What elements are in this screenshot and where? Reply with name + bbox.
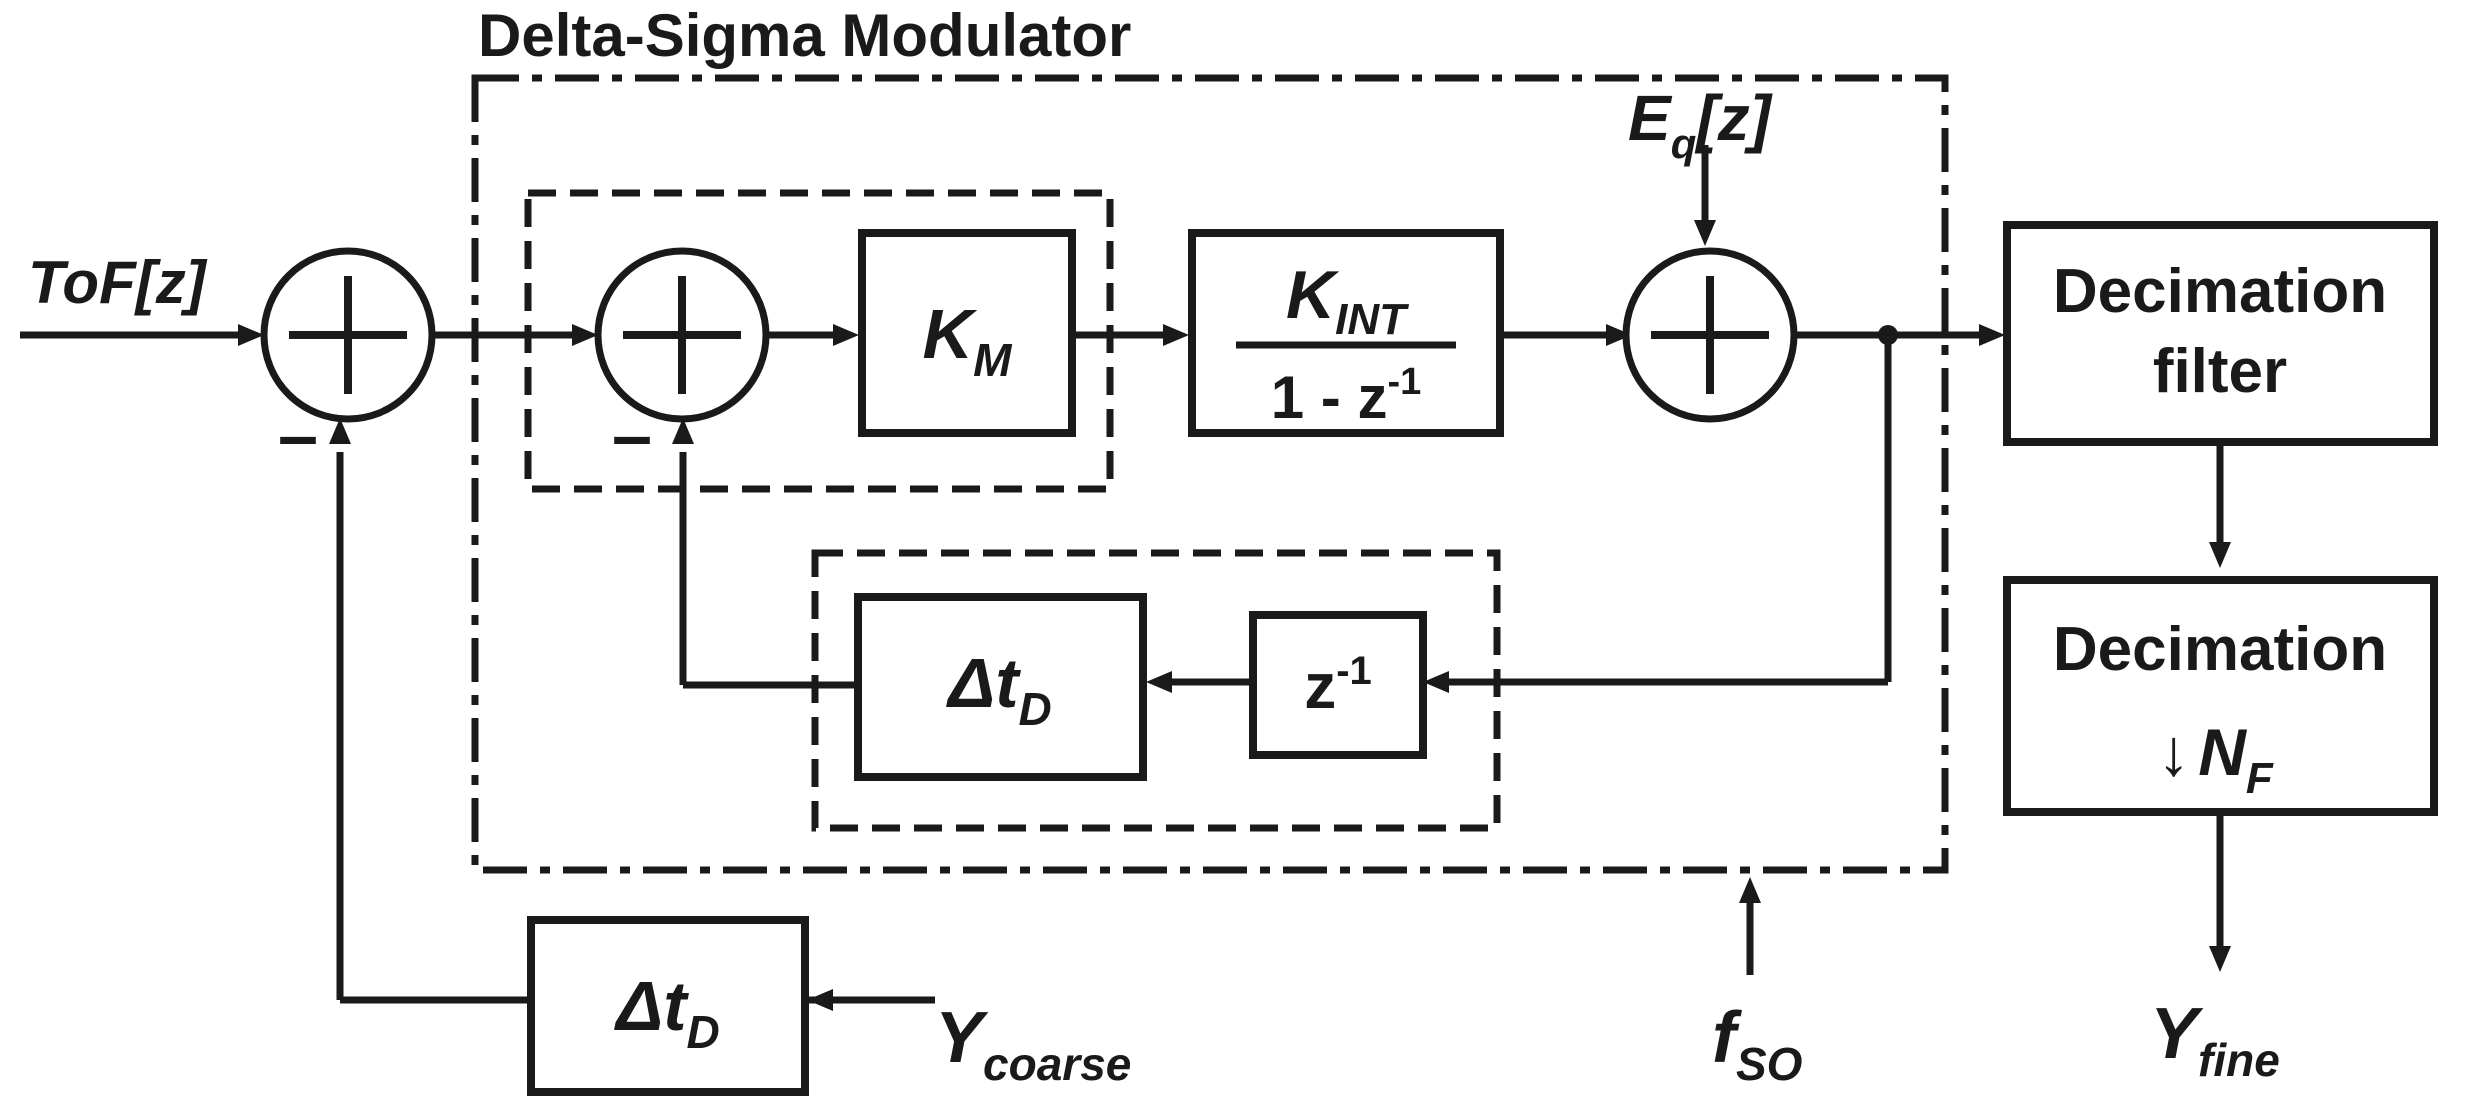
inner-summing-km-group [524, 189, 1114, 493]
arrow-into-km [833, 324, 859, 346]
inner-dac-label: ΔtD [945, 644, 1052, 735]
quantizer-summing-junction [1622, 247, 1798, 423]
arrow-output-yfine [2209, 946, 2231, 972]
arrow-into-outer-sum-minus [329, 418, 351, 444]
km-label: KM [923, 295, 1014, 386]
integrator-block [1188, 229, 1504, 437]
decimation-filter-block [2003, 221, 2438, 446]
arrow-into-integrator [1163, 324, 1189, 346]
decimator-line1: Decimation [2053, 615, 2387, 684]
arrow-into-delay [1423, 671, 1449, 693]
coarse-dac-block [527, 916, 809, 1096]
arrowheads [238, 220, 2231, 1011]
arrow-into-inner-sum-minus [672, 418, 694, 444]
decimation-filter-line1: Decimation [2053, 257, 2387, 326]
output-yfine-label: Yfine [2150, 994, 2280, 1086]
delay-block [1249, 611, 1427, 759]
input-tof-label: ToF[z] [28, 249, 208, 316]
decimator-factor: ↓NF [2157, 715, 2274, 803]
signal-wires [20, 145, 2224, 1004]
arrow-into-decimation-filter [1979, 324, 2005, 346]
integrator-numerator: KINT [1286, 257, 1409, 344]
inner-sum-minus-sign: – [612, 396, 652, 476]
arrow-into-coarse-dac [807, 989, 833, 1011]
outer-sum-minus-sign: – [278, 396, 318, 476]
arrow-into-outer-sum [238, 324, 264, 346]
inner-summing-junction [594, 247, 770, 423]
modulator-title: Delta-Sigma Modulator [478, 2, 1131, 69]
integrator-denominator: 1 - z-1 [1271, 361, 1422, 431]
decimation-filter-line2: filter [2153, 337, 2287, 406]
km-gain-block [858, 229, 1076, 437]
feedback-dac-group [811, 549, 1501, 832]
inner-dac-block [854, 593, 1147, 781]
down-arrow-icon: ↓ [2157, 715, 2190, 789]
outer-summing-junction [260, 247, 436, 423]
clock-fso-label: fSO [1712, 998, 1803, 1090]
coarse-input-label: Ycoarse [935, 998, 1131, 1090]
decimator-block [2003, 576, 2438, 816]
delta-sigma-modulator-boundary [471, 74, 1949, 874]
arrow-eq-into-sum [1694, 220, 1716, 246]
arrow-into-inner-sum [572, 324, 598, 346]
arrow-into-quantizer-sum [1606, 324, 1632, 346]
output-junction-dot [1878, 325, 1898, 345]
arrow-into-inner-dac [1146, 671, 1172, 693]
arrow-into-decimator [2209, 542, 2231, 568]
quantization-error-label: Eq[z] [1628, 82, 1774, 167]
delay-label: z-1 [1304, 649, 1372, 722]
arrow-clock-into-modulator [1739, 877, 1761, 903]
coarse-dac-label: ΔtD [613, 967, 720, 1058]
